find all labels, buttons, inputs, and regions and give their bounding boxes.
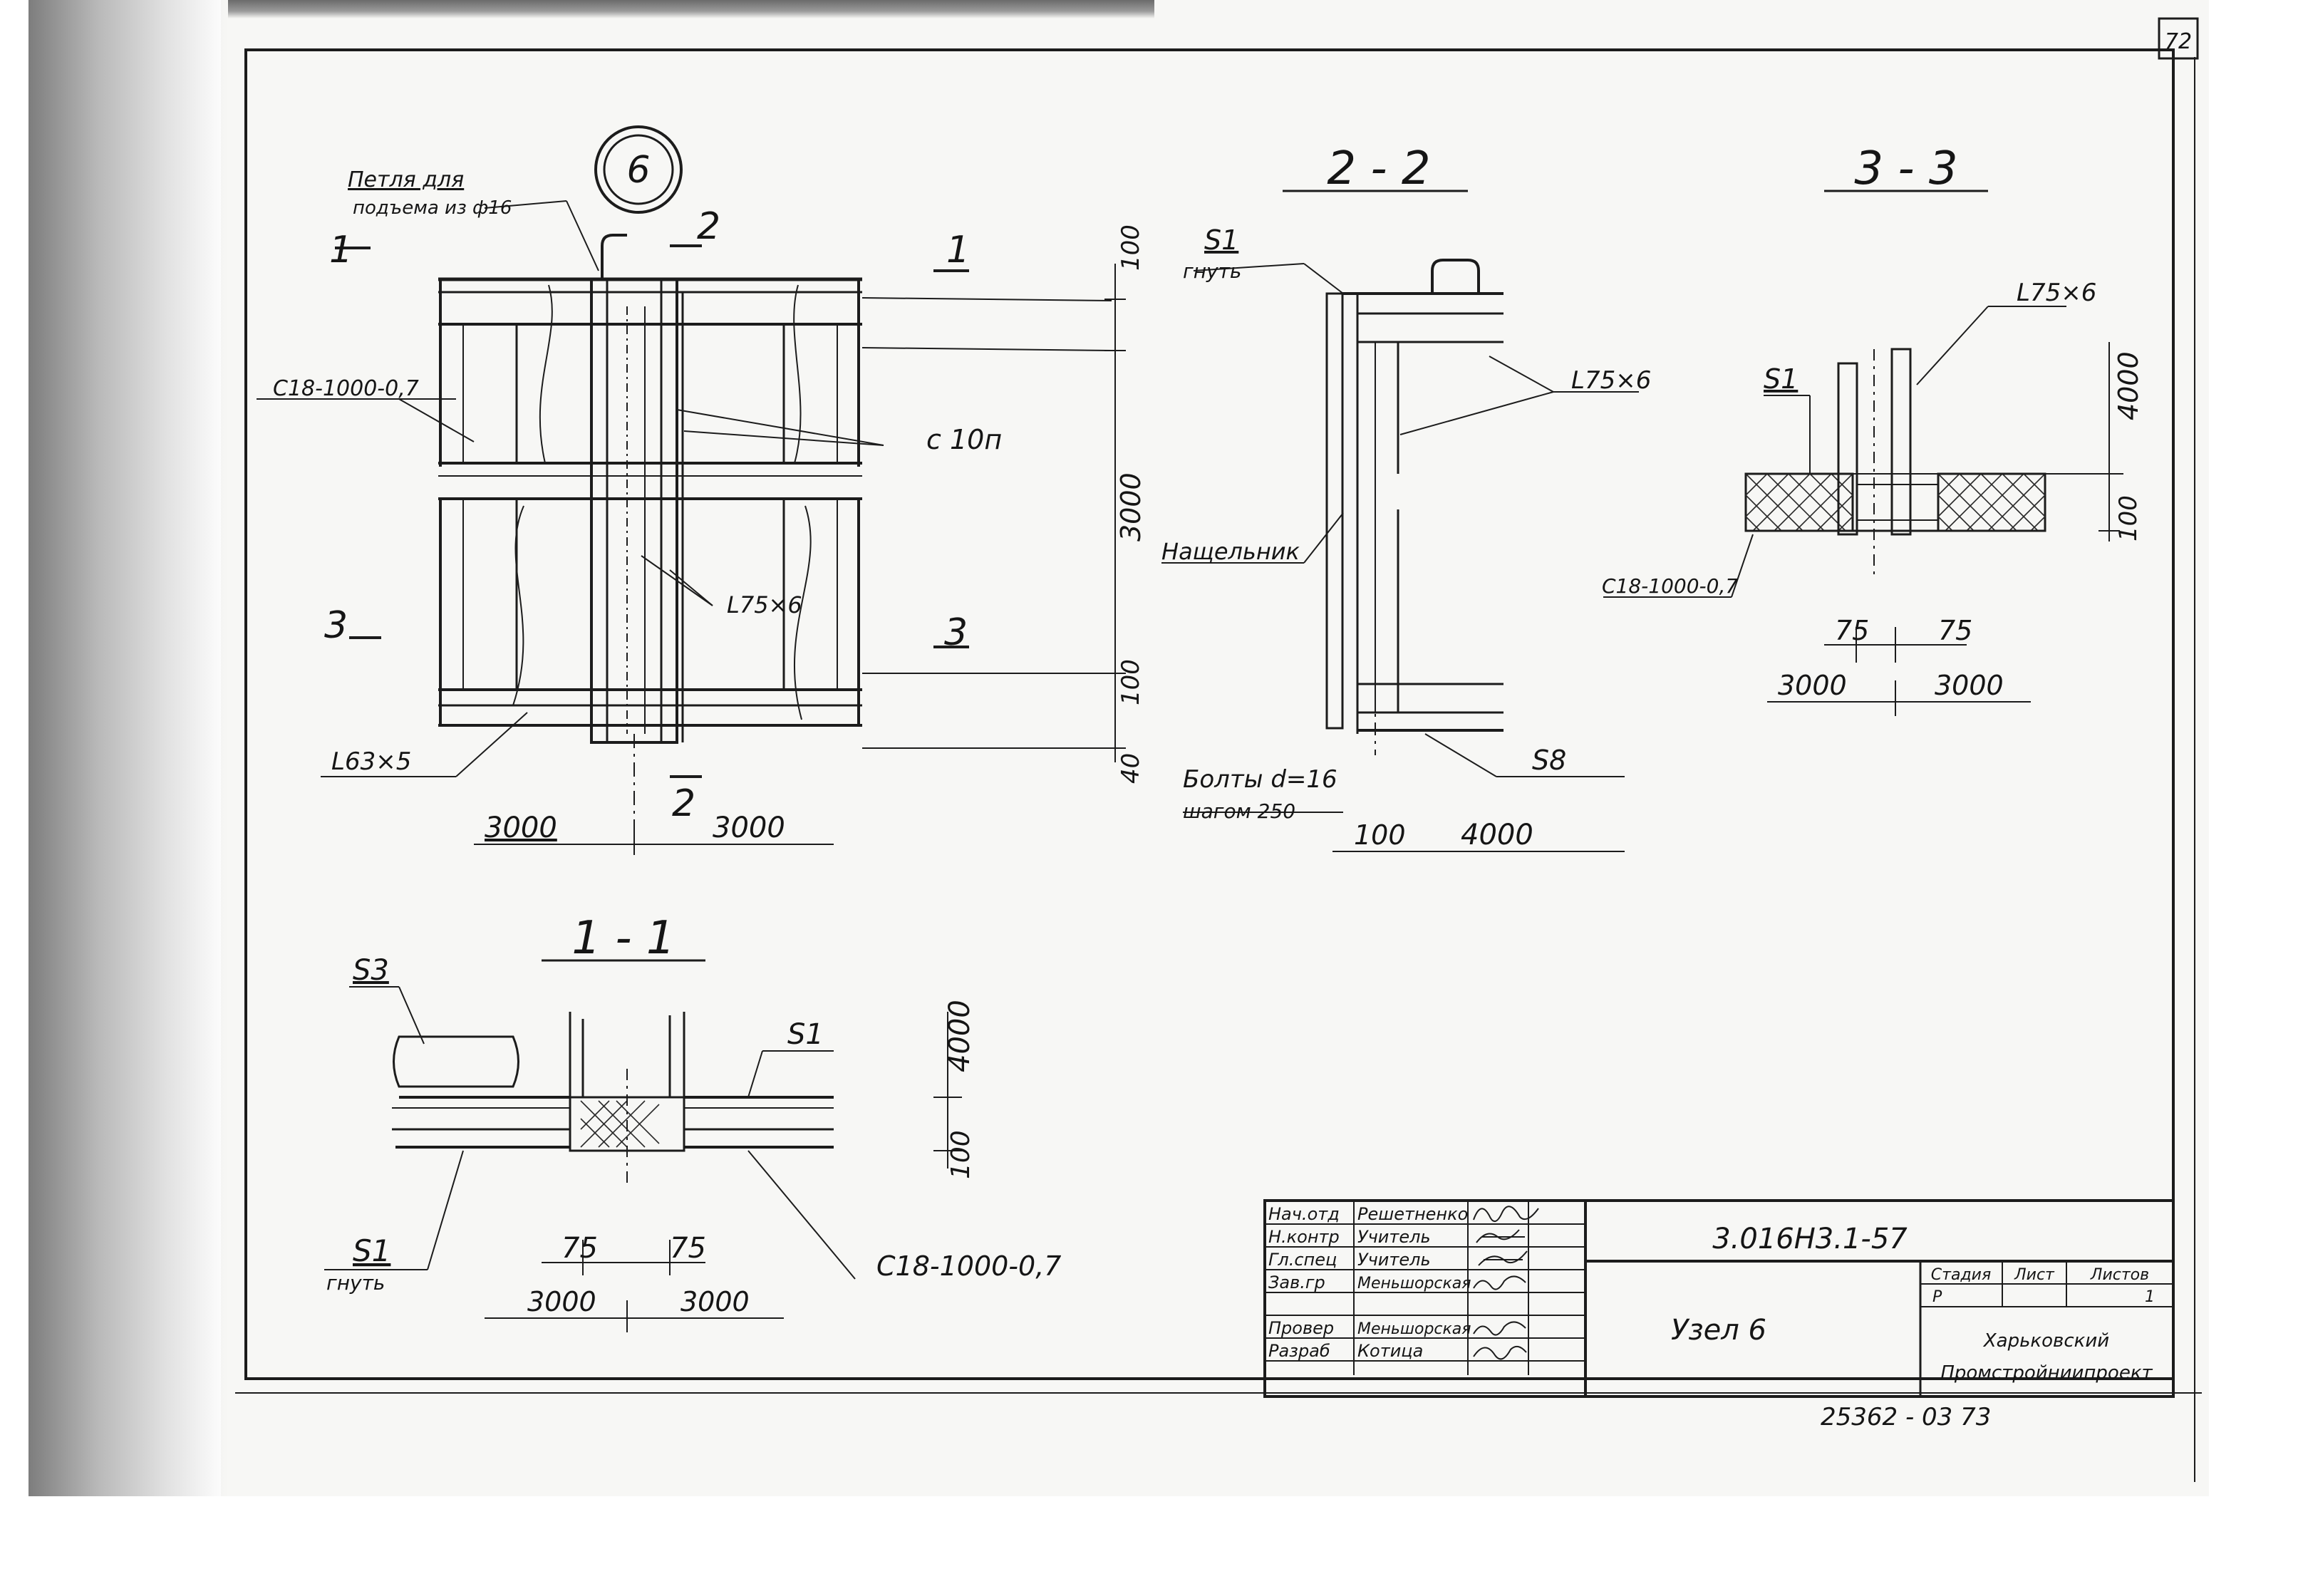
- s3-dim-4000: 4000: [2113, 351, 2144, 420]
- s2-dim-4000: 4000: [1461, 819, 1533, 851]
- tb-org-line2: Промстройниипроект: [1940, 1362, 2153, 1384]
- tb-role-6: Разраб: [1268, 1341, 1330, 1361]
- tb-stage-value: Р: [1932, 1288, 1942, 1306]
- s3-dim-100: 100: [2114, 495, 2143, 542]
- tb-role-3: Зав.гр: [1268, 1273, 1325, 1292]
- tb-doc-code: 3.016Н3.1-57: [1712, 1223, 1908, 1255]
- section-mark-3-left: 3: [324, 604, 348, 647]
- s2-label-nashchelnik: Нащельник: [1161, 538, 1300, 565]
- s1-label-c18: C18-1000-0,7: [876, 1250, 1061, 1282]
- s1-dim-3000-right: 3000: [680, 1286, 750, 1317]
- loop-note-line2: подъема из ф16: [353, 197, 512, 219]
- scan-shadow-left: [29, 0, 228, 1496]
- section-3-3-title: 3 - 3: [1854, 142, 1957, 195]
- tb-name-0: Решетненко: [1357, 1204, 1468, 1224]
- sheet-number: 72: [2165, 29, 2192, 54]
- s1-dim-75-right: 75: [670, 1232, 706, 1265]
- node-marker: [594, 125, 683, 214]
- s2-label-s8: S8: [1532, 745, 1566, 776]
- section-mark-3-right: 3: [944, 611, 968, 654]
- label-c10: с 10п: [926, 424, 1002, 455]
- tb-name-3: Меньшорская: [1357, 1275, 1471, 1292]
- dim-3000-left-main: 3000: [485, 812, 557, 844]
- section-mark-1-right: 1: [946, 229, 970, 271]
- s1-dim-100: 100: [946, 1130, 975, 1179]
- dim-3000-right-main: 3000: [713, 812, 785, 844]
- label-l63: L63×5: [331, 747, 411, 776]
- node-marker-number: 6: [626, 149, 650, 192]
- dim-40: 40: [1117, 753, 1145, 784]
- s3-dim-3000-right: 3000: [1935, 670, 2004, 701]
- tb-name-6: Котица: [1357, 1341, 1423, 1361]
- title-block: [1263, 1199, 2175, 1398]
- paper-background: [221, 0, 2209, 1496]
- dim-100-top: 100: [1117, 224, 1145, 271]
- label-c18-main: C18-1000-0,7: [273, 376, 419, 401]
- tb-role-5: Провер: [1268, 1318, 1334, 1338]
- s2-label-bolts-line1: Болты d=16: [1183, 765, 1337, 794]
- tb-role-2: Гл.спец: [1268, 1250, 1337, 1270]
- s2-label-gnut: гнуть: [1183, 259, 1241, 283]
- label-l75-main: L75×6: [727, 591, 802, 618]
- tb-node-name: Узел 6: [1671, 1314, 1766, 1347]
- tb-role-1: Н.контр: [1268, 1227, 1340, 1247]
- section-mark-2-bottom: 2: [672, 782, 695, 825]
- section-mark-1-left: 1: [329, 229, 353, 271]
- sheet-frame: [235, 17, 2202, 1482]
- s2-label-s1: S1: [1204, 224, 1238, 256]
- s3-dim-75-left: 75: [1835, 615, 1869, 646]
- section-3-3: [1603, 190, 2123, 716]
- s2-dim-100: 100: [1354, 819, 1406, 851]
- tb-org-line1: Харьковский: [1982, 1330, 2109, 1352]
- section-1-1-title: 1 - 1: [571, 912, 675, 965]
- dim-100-bottom: 100: [1117, 659, 1145, 705]
- s3-dim-75-right: 75: [1938, 615, 1972, 646]
- tb-name-1: Учитель: [1357, 1227, 1431, 1247]
- s1-dim-4000: 4000: [943, 1000, 976, 1072]
- s3-label-s1: S1: [1764, 363, 1798, 395]
- title-block-rows: Нач.отд Решетненко Н.контр Учитель Гл.сп…: [1268, 1204, 1471, 1361]
- s3-label-l75: L75×6: [2017, 279, 2096, 307]
- s2-label-bolts-line2: шагом 250: [1183, 799, 1295, 823]
- bottom-stamp: 25362 - 03 73: [1821, 1403, 1991, 1431]
- s1-dim-3000-left: 3000: [527, 1286, 596, 1317]
- s2-label-l75: L75×6: [1571, 366, 1651, 395]
- section-mark-2-top: 2: [697, 205, 720, 248]
- s1-dim-75-left: 75: [561, 1232, 598, 1265]
- loop-note-line1: Петля для: [348, 167, 464, 192]
- dim-3000-vertical: 3000: [1115, 472, 1147, 542]
- section-2-2: [1161, 190, 1639, 852]
- section-2-2-title: 2 - 2: [1327, 142, 1430, 195]
- s1-label-s1-top: S1: [787, 1018, 824, 1051]
- tb-col-sheets: Листов: [2090, 1266, 2149, 1284]
- tb-col-sheet: Лист: [2014, 1266, 2055, 1284]
- section-1-1: [324, 959, 962, 1332]
- s1-label-s1-bottom: S1: [353, 1233, 390, 1268]
- tb-role-0: Нач.отд: [1268, 1204, 1340, 1224]
- scan-shadow-top: [228, 0, 1154, 19]
- tb-name-2: Учитель: [1357, 1250, 1431, 1270]
- s1-label-s3: S3: [353, 954, 389, 987]
- tb-col-stage: Стадия: [1931, 1266, 1991, 1284]
- tb-name-5: Меньшорская: [1357, 1320, 1471, 1338]
- s1-label-gnut: гнуть: [326, 1271, 385, 1295]
- s3-label-c18: C18-1000-0,7: [1602, 574, 1738, 598]
- tb-sheets-value: 1: [2145, 1288, 2155, 1306]
- main-view: [257, 200, 1126, 855]
- s3-dim-3000-left: 3000: [1778, 670, 1847, 701]
